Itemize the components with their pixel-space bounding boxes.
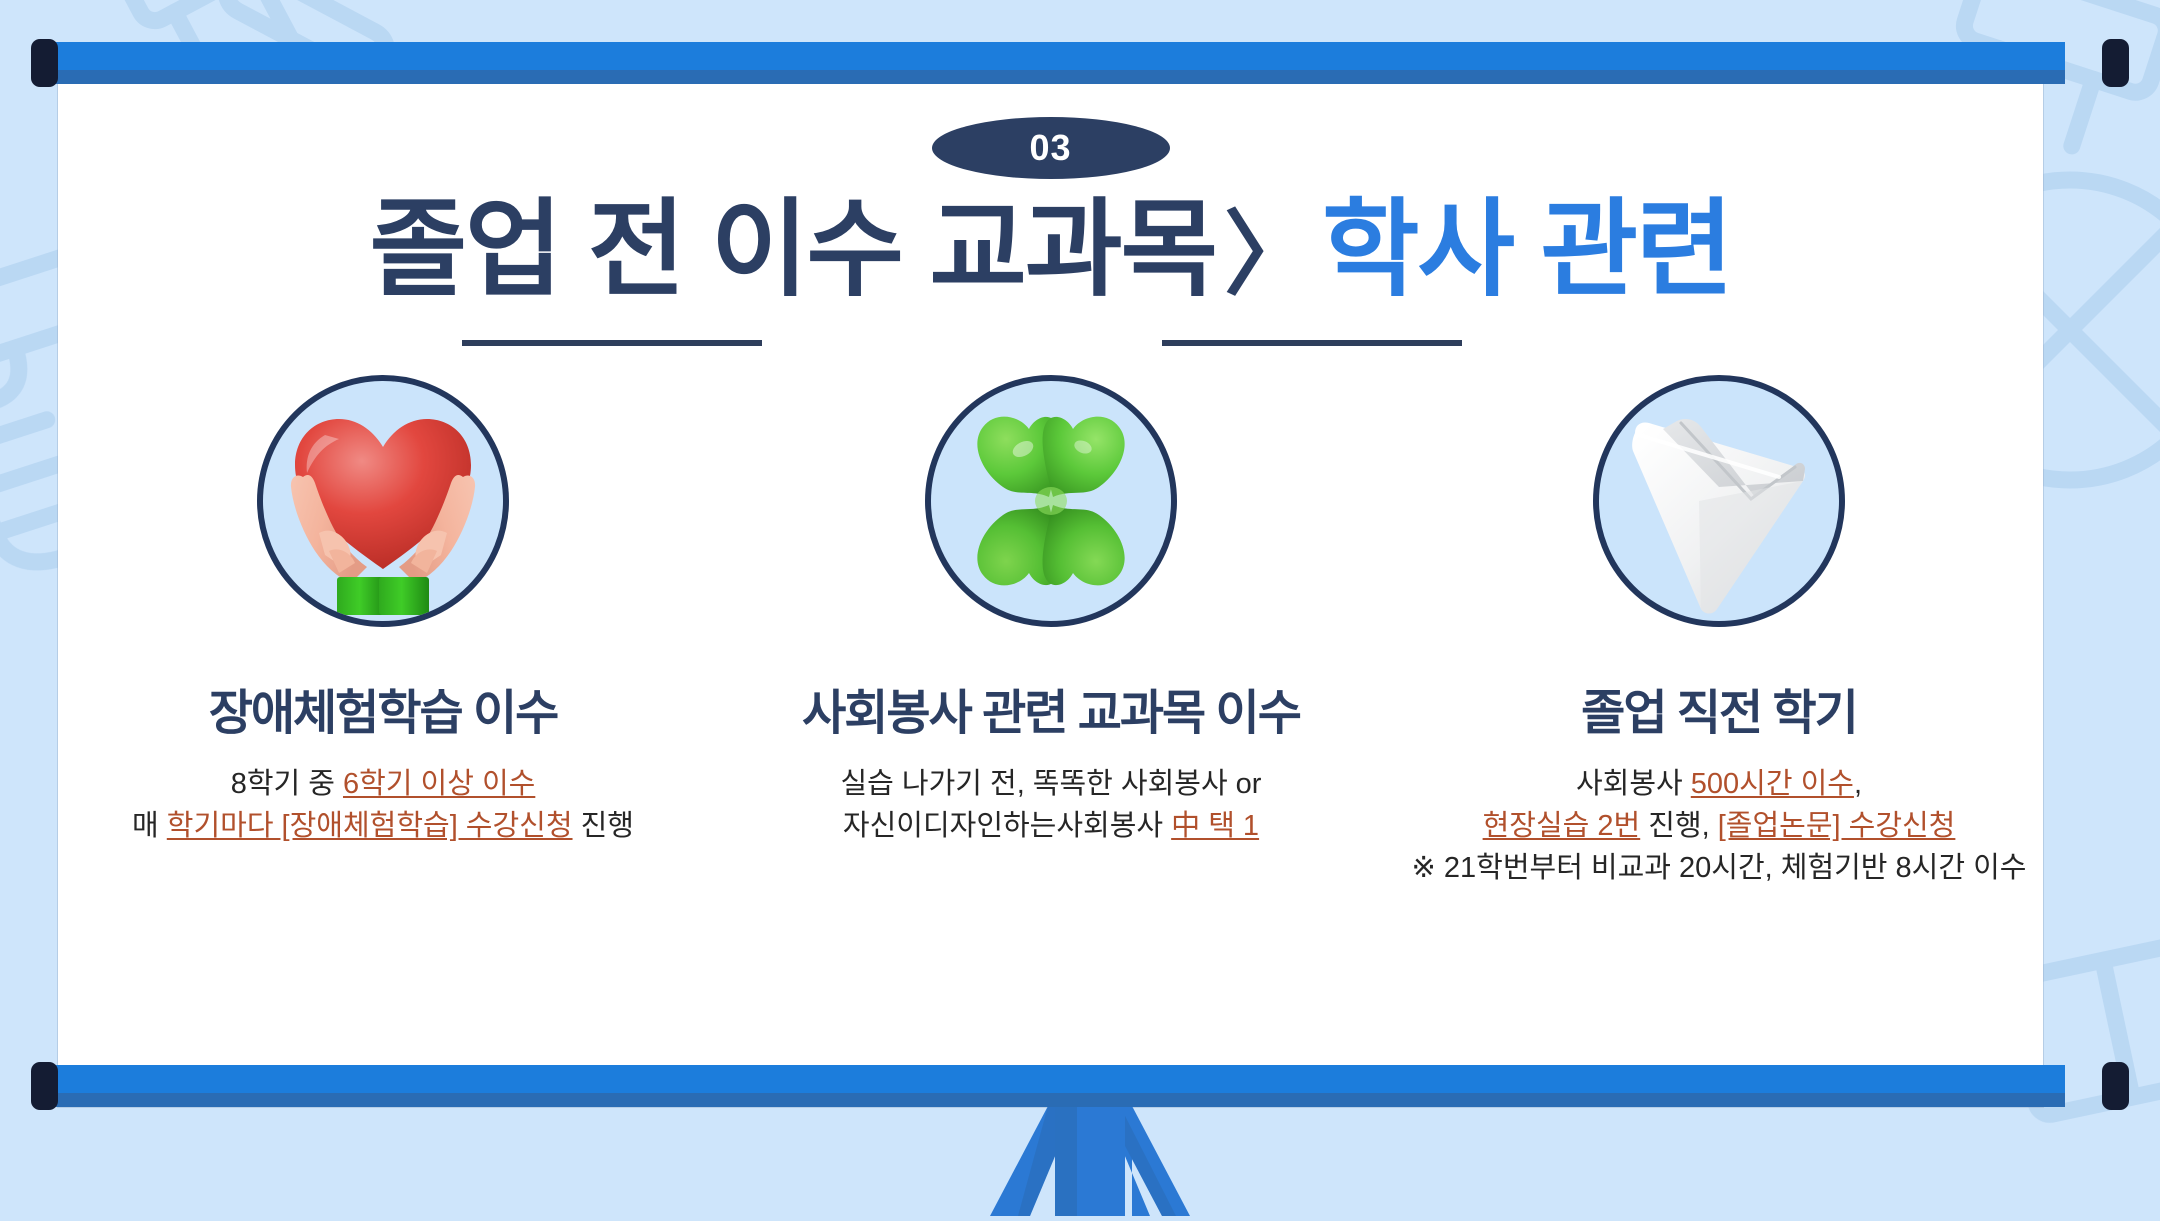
tripod-stand [880, 1106, 1300, 1216]
plain-text: , [1853, 768, 1862, 800]
board-bottom-bar-lip [40, 1093, 2065, 1107]
board-clip-bottom-right [2102, 1062, 2129, 1110]
requirement-column-2: 사회봉사 관련 교과목 이수 실습 나가기 전, 똑똑한 사회봉사 or 자신이디… [736, 340, 1366, 847]
page-title: 졸업 전 이수 교과목〉학사 관련 [58, 192, 2043, 309]
plain-text: ※ 21학번부터 비교과 20시간, 체험기반 8시간 이수 [1411, 852, 2027, 885]
requirement-column-3: 졸업 직전 학기 사회봉사 500시간 이수,현장실습 2번 진행, [졸업논문… [1404, 340, 2034, 889]
column-3-body: 사회봉사 500시간 이수,현장실습 2번 진행, [졸업논문] 수강신청※ 2… [1404, 763, 2034, 889]
board-bottom-bar [40, 1065, 2065, 1107]
section-number-badge: 03 [931, 117, 1170, 179]
board-clip-top-right [2102, 39, 2129, 87]
connector-line-2-3 [1162, 340, 1462, 346]
column-2-body: 실습 나가기 전, 똑똑한 사회봉사 or 자신이디자인하는사회봉사 中 택 1 [736, 763, 1366, 847]
page-title-secondary: 학사 관련 [1322, 191, 1734, 309]
highlighted-text: 학기마다 [장애체험학습] 수강신청 [166, 810, 573, 843]
plain-text: 실습 나가기 전, 똑똑한 사회봉사 or [840, 768, 1262, 800]
highlighted-text: 中 택 1 [1171, 810, 1260, 843]
plain-text: 8학기 중 [230, 768, 343, 800]
plain-text: 진행 [572, 810, 634, 843]
board-clip-bottom-left [31, 1062, 58, 1110]
column-3-body-line-2: 현장실습 2번 진행, [졸업논문] 수강신청 [1404, 805, 2034, 847]
board-clip-top-left [31, 39, 58, 87]
plain-text: 진행, [1640, 810, 1718, 843]
highlighted-text: [졸업논문] 수강신청 [1717, 810, 1956, 843]
column-2-body-line-1: 실습 나가기 전, 똑똑한 사회봉사 or [736, 763, 1366, 805]
highlighted-text: 현장실습 2번 [1482, 810, 1641, 843]
column-1-body-line-1: 8학기 중 6학기 이상 이수 [68, 763, 698, 805]
column-1-body-line-2: 매 학기마다 [장애체험학습] 수강신청 진행 [68, 805, 698, 847]
plain-text: 사회봉사 [1575, 768, 1691, 800]
slide-content: 03 졸업 전 이수 교과목〉학사 관련 [58, 62, 2043, 1107]
column-3-body-line-3: ※ 21학번부터 비교과 20시간, 체험기반 8시간 이수 [1404, 847, 2034, 889]
column-3-body-line-1: 사회봉사 500시간 이수, [1404, 763, 2034, 805]
column-2-body-line-2: 자신이디자인하는사회봉사 中 택 1 [736, 805, 1366, 847]
column-2-heading: 사회봉사 관련 교과목 이수 [802, 687, 1302, 740]
column-1-heading: 장애체험학습 이수 [208, 687, 560, 740]
highlighted-text: 500시간 이수 [1690, 768, 1854, 800]
plain-text: 자신이디자인하는사회봉사 [842, 810, 1172, 843]
column-3-heading: 졸업 직전 학기 [1581, 687, 1859, 740]
plain-text: 매 [132, 810, 167, 843]
heart-in-hands-icon [257, 375, 509, 627]
document-paper-icon [1593, 375, 1845, 627]
connector-line-1-2 [462, 340, 762, 346]
page-title-primary: 졸업 전 이수 교과목 [369, 191, 1218, 309]
section-number-text: 03 [1029, 127, 1072, 168]
board-top-bar-lip [40, 70, 2065, 84]
highlighted-text: 6학기 이상 이수 [342, 768, 536, 800]
four-leaf-clover-icon [925, 375, 1177, 627]
title-chevron-icon: 〉 [1223, 204, 1316, 306]
